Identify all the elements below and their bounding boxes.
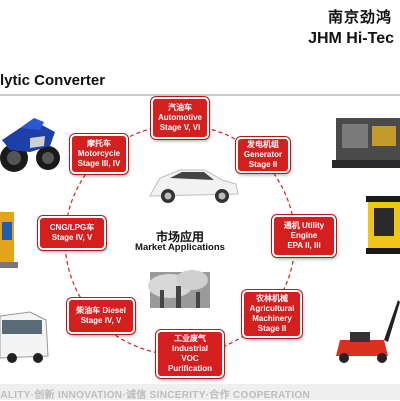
- generator-standard: Stage II: [248, 160, 278, 169]
- slide-title: lytic Converter: [0, 72, 106, 89]
- application-box-automotive: 汽油车 Automotive Stage V, VI: [151, 97, 209, 139]
- application-box-motorcycle: 摩托车 Motorcycle Stage III, IV: [70, 134, 128, 174]
- footer-slogan: ALITY·创新 INNOVATION·诚信 SINCERITY·合作 COOP…: [0, 390, 310, 401]
- car-image: [149, 169, 239, 203]
- motorcycle-label-en: Motorcycle: [77, 149, 121, 158]
- agricultural-label-en-2: Machinery: [252, 314, 292, 323]
- motorcycle-label-cn: 摩托车: [87, 139, 111, 148]
- utility-engine-image: [366, 196, 400, 254]
- center-label-english: Market Applications: [135, 242, 225, 253]
- industrial-label-voc: VOC: [181, 354, 199, 363]
- utility-label-en: Engine: [290, 231, 318, 240]
- automotive-standard: Stage V, VI: [159, 123, 201, 132]
- company-name-english: JHM Hi-Tec: [308, 30, 394, 47]
- application-box-cng-lpg: CNG/LPG车 Stage IV, V: [38, 216, 106, 250]
- motorcycle-image: [0, 118, 60, 172]
- automotive-label-en: Automotive: [158, 113, 202, 122]
- generator-label-cn: 发电机组: [247, 140, 279, 149]
- utility-label-cn: 通机 Utility: [283, 221, 325, 230]
- fuel-station-image: [0, 212, 18, 268]
- agricultural-standard: Stage II: [257, 324, 287, 333]
- automotive-label-cn: 汽油车: [168, 103, 192, 112]
- center-label-chinese: 市场应用: [155, 230, 204, 244]
- agricultural-label-cn: 农林机械: [256, 294, 288, 303]
- industrial-label-en: Industrial: [171, 344, 208, 353]
- motorcycle-standard: Stage III, IV: [77, 159, 121, 168]
- title-divider: [0, 94, 400, 96]
- factory-smoke-image: [148, 270, 210, 308]
- cng-label: CNG/LPG车: [49, 223, 95, 232]
- application-box-utility-engine: 通机 Utility Engine EPA II, III: [272, 215, 336, 257]
- industrial-label-purification: Purification: [167, 364, 212, 373]
- agricultural-label-en: Agricultural: [249, 304, 295, 313]
- bus-image: [0, 311, 49, 363]
- application-box-industrial-voc: 工业废气 Industrial VOC Purification: [156, 330, 224, 378]
- industrial-label-cn: 工业废气: [174, 334, 206, 343]
- diesel-standard: Stage IV, V: [80, 316, 122, 325]
- generator-label-en: Generator: [243, 150, 283, 159]
- diesel-label: 柴油车 Diesel: [76, 306, 126, 315]
- application-box-agricultural: 农林机械 Agricultural Machinery Stage II: [242, 290, 302, 338]
- utility-standard: EPA II, III: [287, 241, 321, 250]
- lawn-mower-image: [336, 300, 400, 363]
- company-name-chinese: 南京劲鸿: [327, 9, 392, 26]
- application-box-generator: 发电机组 Generator Stage II: [236, 137, 290, 173]
- application-box-diesel: 柴油车 Diesel Stage IV, V: [67, 298, 135, 334]
- generator-image: [332, 118, 400, 168]
- cng-standard: Stage IV, V: [51, 233, 93, 242]
- footer-bar: [0, 384, 400, 400]
